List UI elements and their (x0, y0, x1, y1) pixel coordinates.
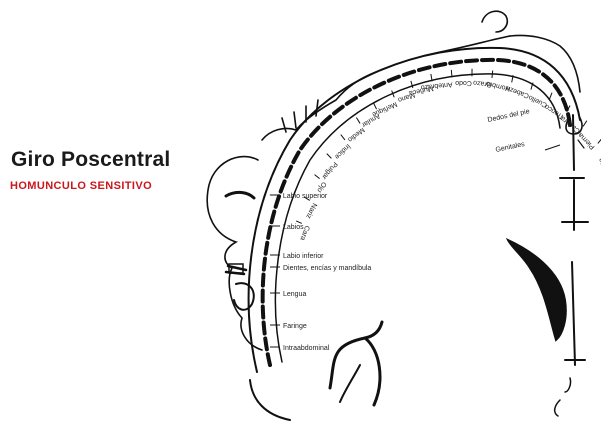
ventricle-lower-line (565, 262, 585, 365)
lateral-label-2: Labios (283, 224, 304, 231)
arc-label-tick (327, 154, 332, 159)
fornix-curl (555, 378, 571, 416)
descending-tract-main (330, 322, 382, 388)
lateral-label-1: Labio superior (283, 193, 328, 200)
arc-label-tick (492, 70, 493, 77)
lateral-label-6: Faringe (283, 323, 307, 330)
lateral-label-7: Intraabdominal (283, 345, 330, 352)
homunculus-arm (376, 36, 510, 72)
homunculus-face-profile (207, 157, 262, 350)
arc-label-19: Pierna (577, 131, 596, 150)
medial-label-1: Dedos del pie (487, 108, 530, 124)
arc-label-15: Cabeza (505, 84, 530, 99)
medial-label-tick (545, 145, 560, 150)
arc-label-tick (341, 135, 345, 140)
lateral-label-5: Lengua (283, 291, 306, 298)
lateral-labels: Labio superiorLabiosLabio inferiorDiente… (270, 193, 372, 352)
descending-tract-branch (365, 338, 380, 405)
arc-label-4: Pulgar (320, 160, 339, 181)
arc-label-6: Medio (346, 126, 365, 143)
arc-label-5: Índice (333, 142, 353, 162)
arc-label-tick (583, 121, 587, 127)
lateral-label-4: Dientes, encías y mandíbula (283, 265, 371, 272)
arc-label-2: Nariz (304, 202, 318, 220)
homunculus-head (482, 11, 507, 32)
lateral-label-3: Labio inferior (283, 253, 324, 260)
arc-label-tick (549, 93, 552, 100)
arc-label-3: Ojo (315, 180, 327, 193)
arc-label-tick (451, 70, 452, 77)
arc-label-tick (373, 103, 376, 109)
arc-label-12: Codo (455, 79, 472, 86)
medial-label-2: Genitales (495, 141, 526, 154)
homunculus-eye (226, 192, 254, 198)
medial-labels: Dedos del pieGenitales (487, 108, 560, 154)
homunculus-tongue (234, 283, 254, 310)
arc-label-tick (356, 118, 360, 124)
arc-label-tick (315, 175, 320, 179)
descending-tract-branch-2 (340, 365, 360, 402)
brainstem-lower (250, 380, 290, 420)
ventricle-shape (508, 240, 566, 340)
